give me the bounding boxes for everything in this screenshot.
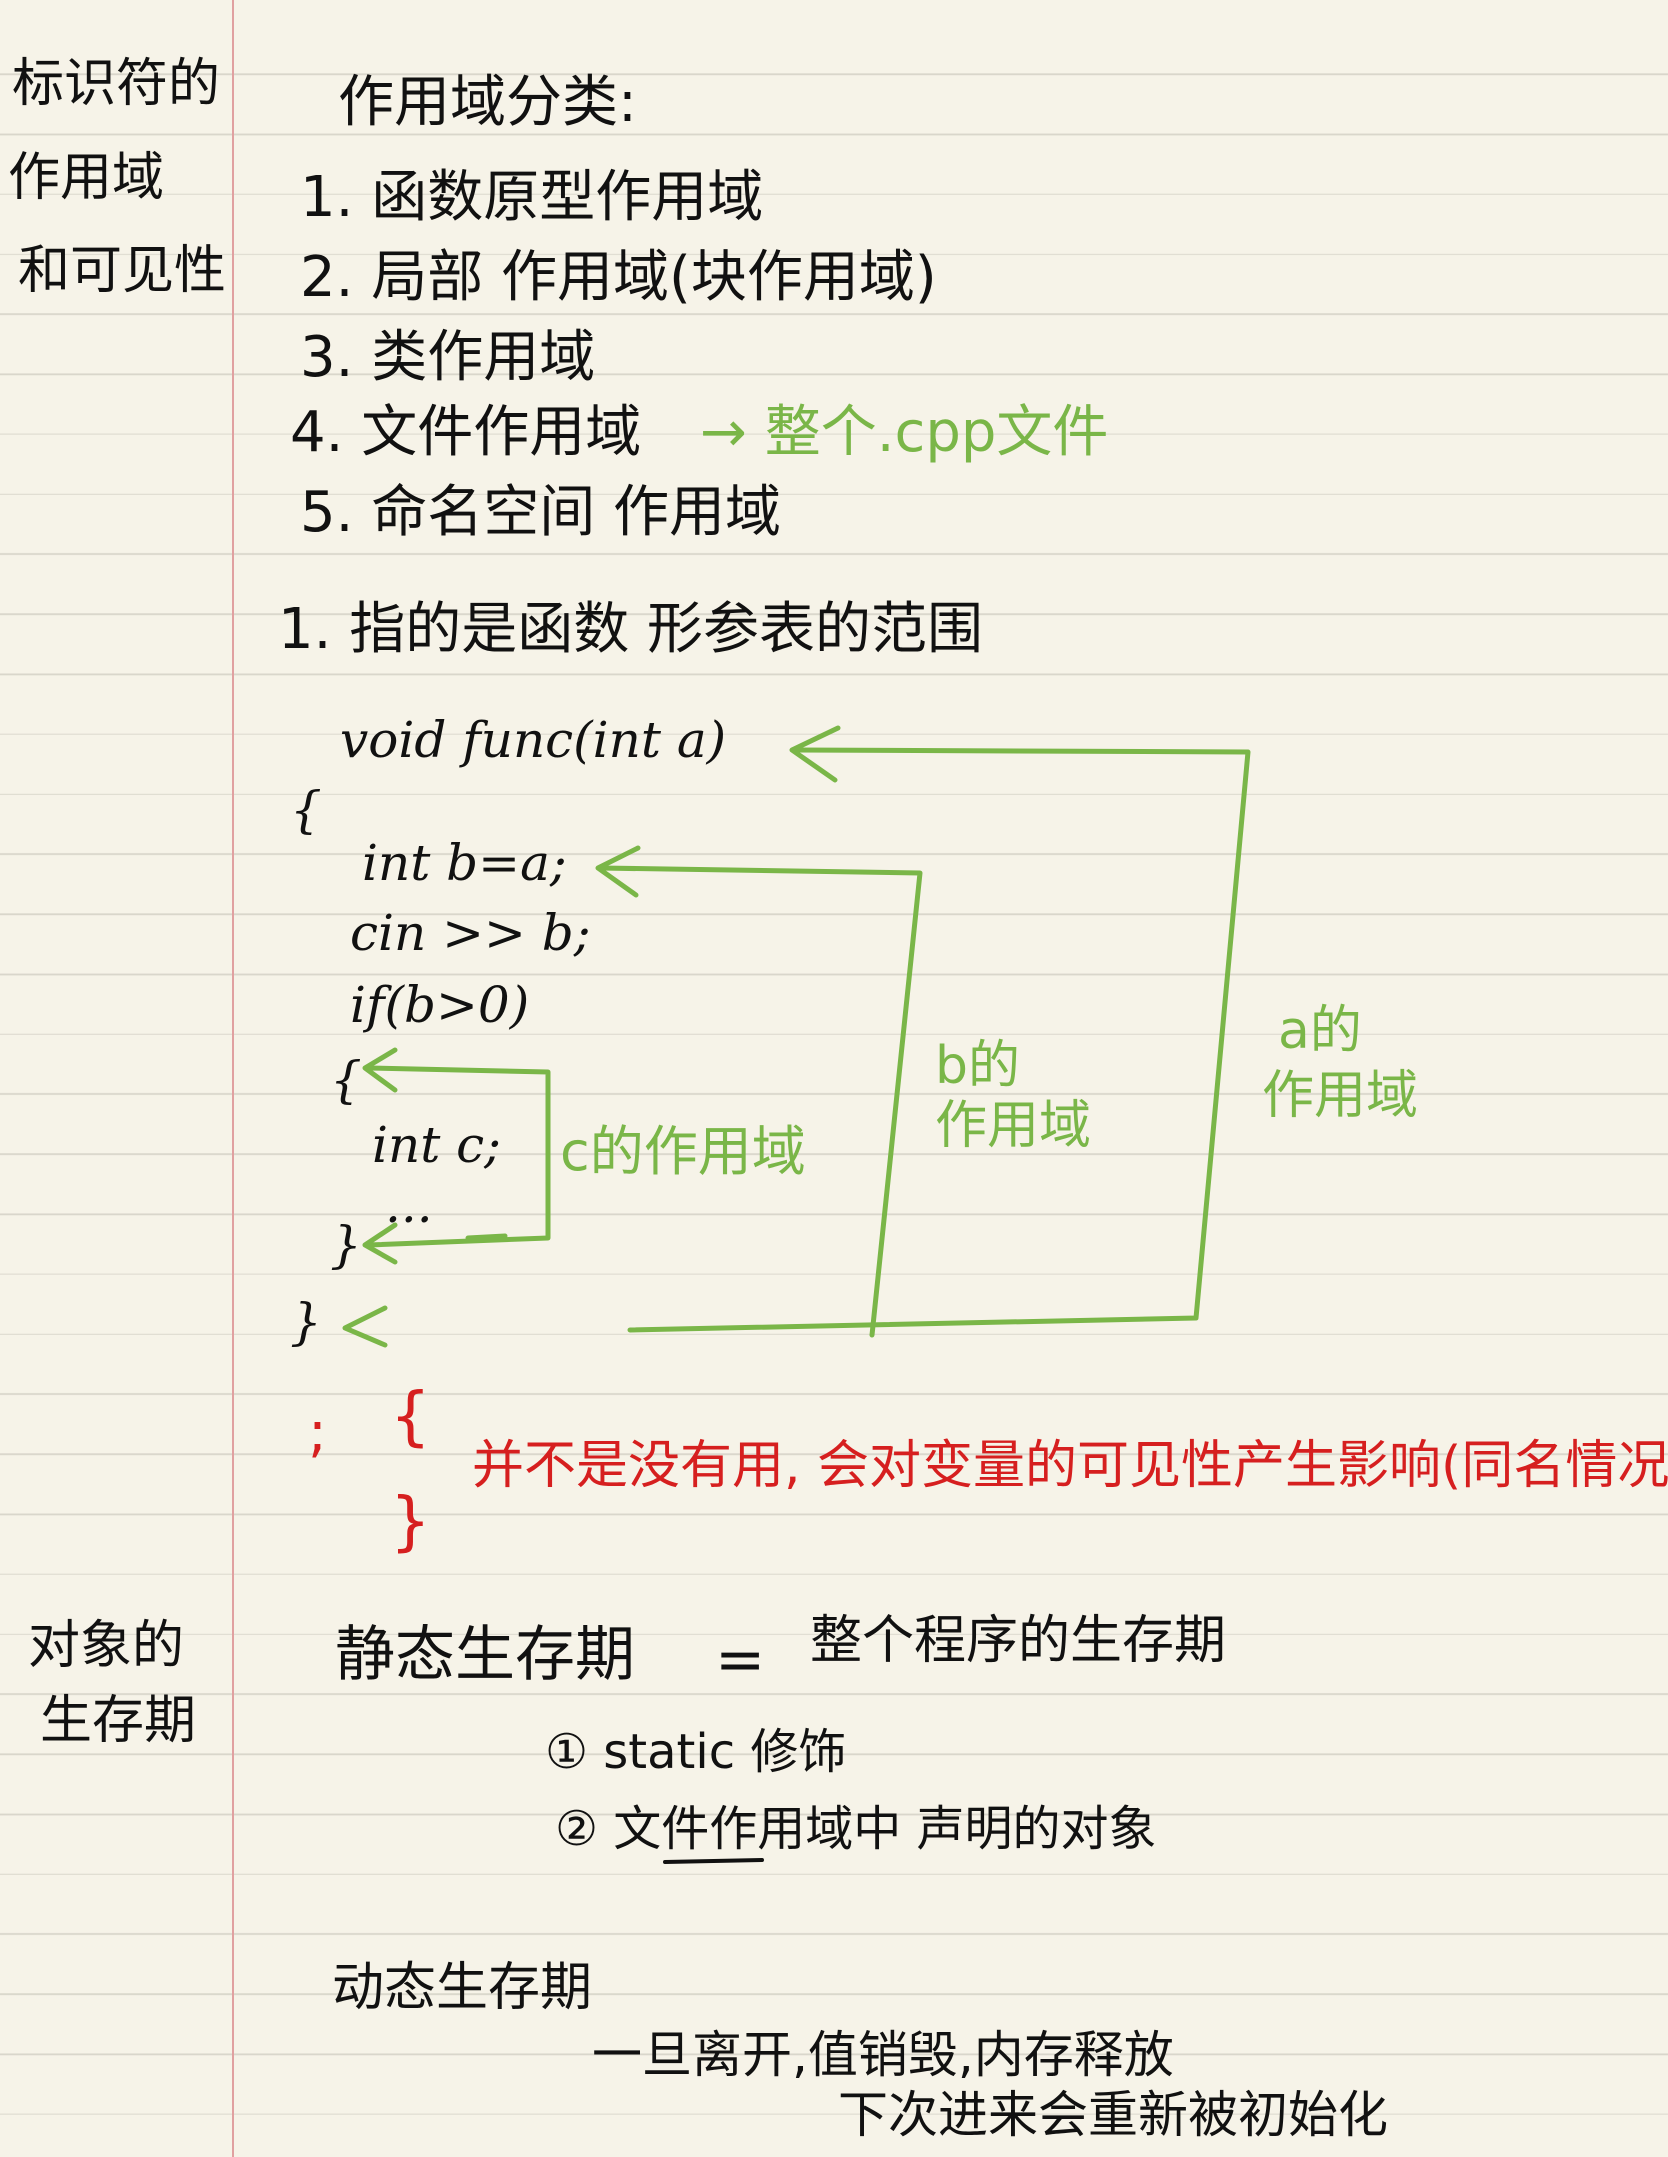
code-line: int b=a; bbox=[362, 834, 567, 892]
code-line: if(b>0) bbox=[350, 976, 530, 1034]
static-lifetime-title: 静态生存期 bbox=[335, 1620, 635, 1690]
sidebar-lifetime-heading-line-2: 生存期 bbox=[40, 1691, 197, 1751]
static-lifetime-meaning: 整个程序的生存期 bbox=[810, 1611, 1227, 1671]
scope-class-item: 4. 文件作用域 bbox=[290, 400, 642, 465]
sidebar-lifetime-heading-line-1: 对象的 bbox=[28, 1616, 185, 1676]
a-scope-label-line-1: a的 bbox=[1278, 1001, 1362, 1061]
code-line: int c; bbox=[372, 1116, 502, 1174]
c-scope-bracket bbox=[365, 1065, 551, 1248]
a-scope-bracket bbox=[627, 747, 1251, 1333]
b-scope-arrowhead bbox=[595, 845, 641, 898]
a-scope-arrowhead-bottom bbox=[342, 1305, 388, 1348]
a-scope-arrowhead-top bbox=[789, 725, 841, 783]
scope-class-item: 1. 函数原型作用域 bbox=[300, 165, 764, 230]
empty-block-note: 并不是没有用, 会对变量的可见性产生影响(同名情况) bbox=[472, 1436, 1668, 1496]
static-lifetime-item: ② 文件作用域中 声明的对象 bbox=[555, 1801, 1157, 1857]
c-scope-underline bbox=[465, 1233, 508, 1241]
scope-classes-title: 作用域分类: bbox=[338, 70, 637, 135]
b-scope-bracket bbox=[597, 865, 923, 1338]
scope-class-item: 5. 命名空间 作用域 bbox=[300, 480, 782, 545]
dynamic-lifetime-line: 一旦离开,值销毁,内存释放 bbox=[592, 2026, 1174, 2084]
static-lifetime-item: ① static 修饰 bbox=[545, 1724, 847, 1780]
dynamic-lifetime-title: 动态生存期 bbox=[332, 1958, 593, 2018]
empty-block-close-brace: } bbox=[390, 1485, 431, 1559]
sidebar-scope-heading-line-2: 作用域 bbox=[8, 148, 165, 208]
file-scope-underline bbox=[663, 1858, 764, 1864]
prototype-scope-note: 1. 指的是函数 形参表的范围 bbox=[278, 597, 984, 662]
empty-block-open-brace: { bbox=[390, 1380, 431, 1454]
file-scope-note: → 整个.cpp文件 bbox=[700, 400, 1109, 465]
sidebar-scope-heading-line-3: 和可见性 bbox=[18, 241, 227, 301]
a-scope-label-line-2: 作用域 bbox=[1262, 1066, 1419, 1126]
code-line: } bbox=[330, 1216, 362, 1274]
scope-class-item: 2. 局部 作用域(块作用域) bbox=[300, 245, 937, 310]
code-line: } bbox=[290, 1293, 322, 1351]
code-line: { bbox=[330, 1051, 362, 1109]
sidebar-scope-heading-line-1: 标识符的 bbox=[12, 54, 221, 114]
c-scope-arrowhead-bottom bbox=[362, 1222, 398, 1265]
scope-class-item: 3. 类作用域 bbox=[300, 325, 596, 390]
code-line: cin >> b; bbox=[350, 904, 591, 962]
code-line: ... bbox=[385, 1176, 433, 1234]
c-scope-label: c的作用域 bbox=[560, 1120, 806, 1183]
code-line: void func(int a) bbox=[340, 711, 727, 769]
equals-sign: = bbox=[715, 1625, 766, 1695]
b-scope-label-line-2: 作用域 bbox=[935, 1096, 1092, 1156]
dynamic-lifetime-line: 下次进来会重新被初始化 bbox=[838, 2086, 1388, 2144]
c-scope-arrowhead-top bbox=[362, 1047, 398, 1093]
code-line: { bbox=[290, 781, 322, 839]
empty-block-semicolon: ; bbox=[308, 1400, 327, 1465]
margin-line bbox=[232, 0, 234, 2157]
b-scope-label-line-1: b的 bbox=[935, 1036, 1021, 1096]
